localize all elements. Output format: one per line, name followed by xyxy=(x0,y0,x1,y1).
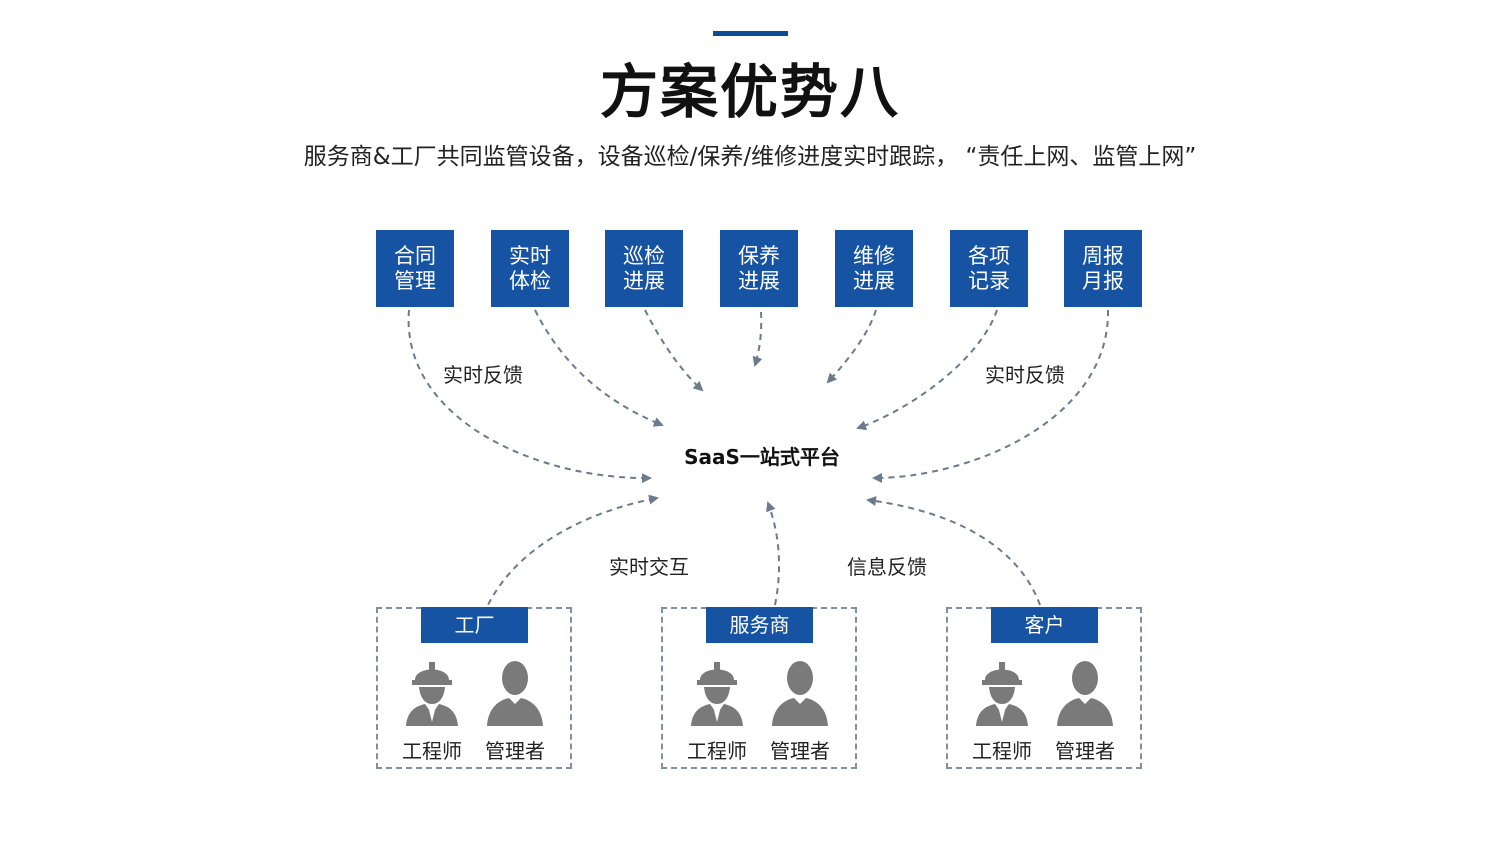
arrow-customer-to-hub xyxy=(866,496,1041,606)
group-title-customer: 客户 xyxy=(991,607,1098,643)
arrow-maintenance-to-hub xyxy=(752,311,763,367)
engineer-helmet-icon xyxy=(691,662,743,726)
feature-records: 各项 记录 xyxy=(950,230,1028,307)
arrow-factory-to-hub xyxy=(479,494,659,626)
engineer-helmet-icon xyxy=(406,662,458,726)
edge-label-right-feedback: 实时反馈 xyxy=(985,363,1065,387)
group-title-factory: 工厂 xyxy=(421,607,528,643)
page-subtitle: 服务商&工厂共同监管设备，设备巡检/保养/维修进度实时跟踪， “责任上网、监管上… xyxy=(303,144,1197,170)
arrow-inspection-to-hub xyxy=(644,309,704,392)
role-label-manager: 管理者 xyxy=(485,739,545,763)
role-label-engineer: 工程师 xyxy=(402,739,462,763)
role-label-engineer: 工程师 xyxy=(972,739,1032,763)
arrow-contract-to-hub xyxy=(407,309,652,484)
role-label-engineer: 工程师 xyxy=(687,739,747,763)
role-label-manager: 管理者 xyxy=(1055,739,1115,763)
manager-person-icon xyxy=(487,661,543,726)
feature-repair-progress: 维修 进展 xyxy=(835,230,913,307)
arrow-checkup-to-hub xyxy=(534,309,664,427)
edge-label-left-feedback: 实时反馈 xyxy=(443,363,523,387)
feature-maintenance-progress: 保养 进展 xyxy=(720,230,798,307)
group-title-service-provider: 服务商 xyxy=(706,607,813,643)
page-title: 方案优势八 xyxy=(599,58,900,126)
feature-inspection-progress: 巡检 进展 xyxy=(605,230,683,307)
arrow-reports-to-hub xyxy=(872,309,1110,483)
title-accent-bar xyxy=(713,31,788,36)
arrow-repair-to-hub xyxy=(826,309,877,384)
role-label-manager: 管理者 xyxy=(770,739,830,763)
manager-person-icon xyxy=(772,661,828,726)
edge-label-info-feedback: 信息反馈 xyxy=(847,555,927,579)
feature-contract-management: 合同 管理 xyxy=(376,230,454,307)
edge-label-interaction: 实时交互 xyxy=(609,555,689,579)
arrow-service-to-hub xyxy=(766,501,781,606)
feature-realtime-checkup: 实时 体检 xyxy=(491,230,569,307)
arrow-records-to-hub xyxy=(856,309,998,431)
hub-saas-platform: SaaS一站式平台 xyxy=(684,445,840,469)
manager-person-icon xyxy=(1057,661,1113,726)
engineer-helmet-icon xyxy=(976,662,1028,726)
feature-reports: 周报 月报 xyxy=(1064,230,1142,307)
